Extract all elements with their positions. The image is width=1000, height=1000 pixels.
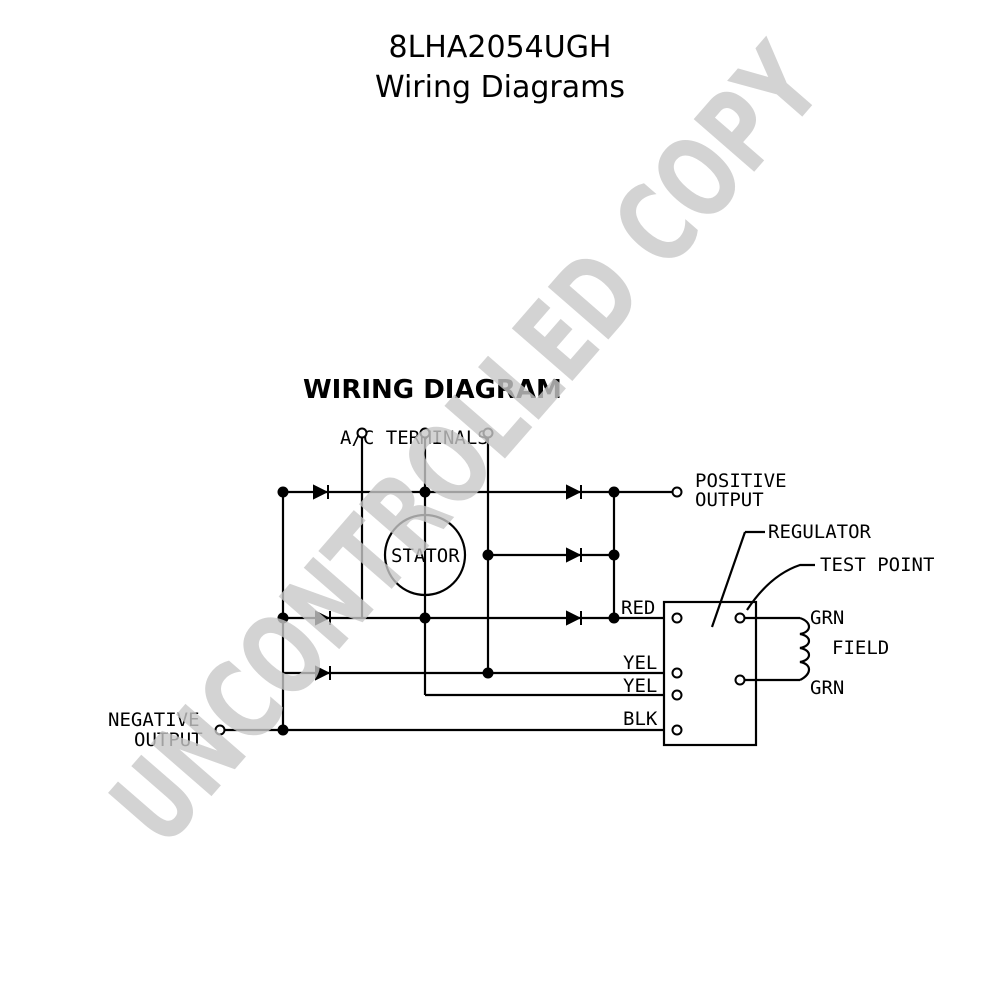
diode-icon xyxy=(566,610,582,626)
wire-red-label: RED xyxy=(621,597,655,619)
circuit-wires xyxy=(225,437,815,747)
part-number-title: 8LHA2054UGH xyxy=(388,30,612,65)
wire-blk-label: BLK xyxy=(623,708,658,730)
positive-output-label-1: POSITIVE xyxy=(695,470,787,492)
diode-icon xyxy=(313,484,329,500)
uncontrolled-copy-watermark: UNCONTROLLED COPY xyxy=(87,21,847,868)
junction-dots xyxy=(277,486,620,736)
diode-icon xyxy=(315,610,331,626)
diode-icon xyxy=(566,484,582,500)
diodes xyxy=(313,484,582,681)
regulator-label: REGULATOR xyxy=(768,521,872,543)
stator-label: STATOR xyxy=(391,545,460,567)
terminals xyxy=(214,427,746,736)
page-subtitle: Wiring Diagrams xyxy=(374,70,626,105)
negative-output-label-2: OUTPUT xyxy=(134,729,203,751)
diode-icon xyxy=(315,665,331,681)
wire-grn-bottom-label: GRN xyxy=(810,677,844,699)
wire-grn-top-label: GRN xyxy=(810,607,844,629)
test-point-label: TEST POINT xyxy=(820,554,934,576)
ac-terminals-label: A/C TERMINALS xyxy=(340,427,489,449)
negative-output-label-1: NEGATIVE xyxy=(108,709,200,731)
diode-icon xyxy=(566,547,582,563)
wire-yel-label-1: YEL xyxy=(623,652,657,674)
positive-output-label-2: OUTPUT xyxy=(695,489,764,511)
wire-yel-label-2: YEL xyxy=(623,675,657,697)
diagram-heading: WIRING DIAGRAM xyxy=(303,375,562,405)
field-label: FIELD xyxy=(832,637,889,659)
